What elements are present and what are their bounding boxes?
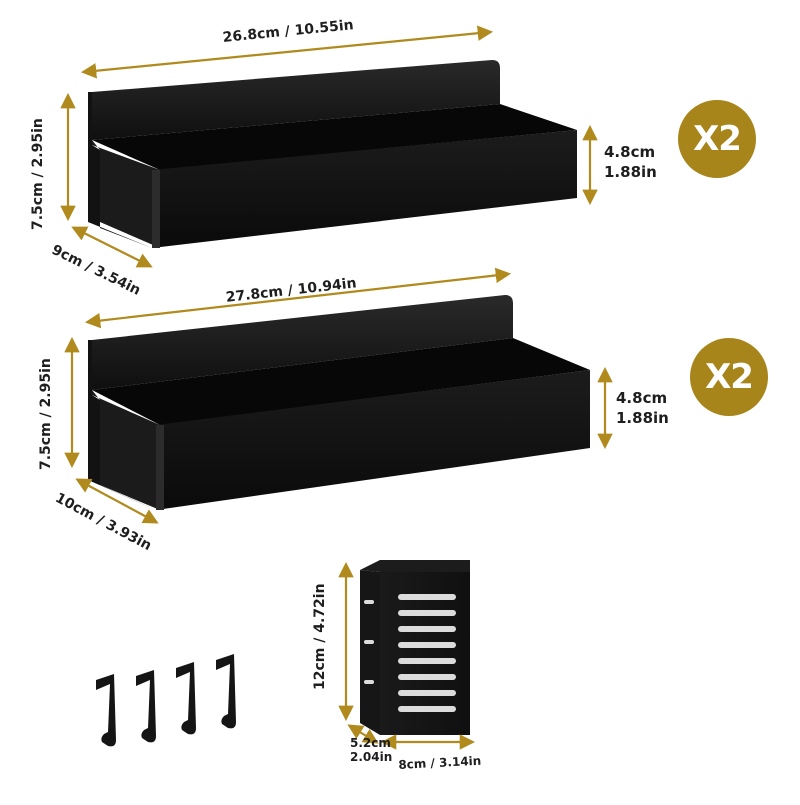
shelf-bottom-height-label: 7.5cm / 2.95in <box>38 358 54 470</box>
shelf-top-height-label: 7.5cm / 2.95in <box>30 118 46 230</box>
hook-icon <box>96 654 236 747</box>
shelf-top <box>88 60 577 248</box>
quantity-badge-top: X2 <box>678 100 756 178</box>
shelf-top-front-height-cm: 4.8cm <box>604 143 656 161</box>
quantity-badge-bottom: X2 <box>690 338 768 416</box>
shelf-top-front-height-in: 1.88in <box>604 163 657 181</box>
dimension-lines <box>60 25 613 750</box>
holder-height-label: 12cm / 4.72in <box>312 583 328 690</box>
shelf-bottom-front-height-in: 1.88in <box>616 409 669 427</box>
shelf-bottom-front-height-cm: 4.8cm <box>616 389 668 407</box>
holder-depth-cm: 5.2cm <box>350 736 391 750</box>
shelf-bottom <box>88 295 590 510</box>
holder-depth-in: 2.04in <box>350 750 393 764</box>
utensil-holder <box>360 560 470 735</box>
